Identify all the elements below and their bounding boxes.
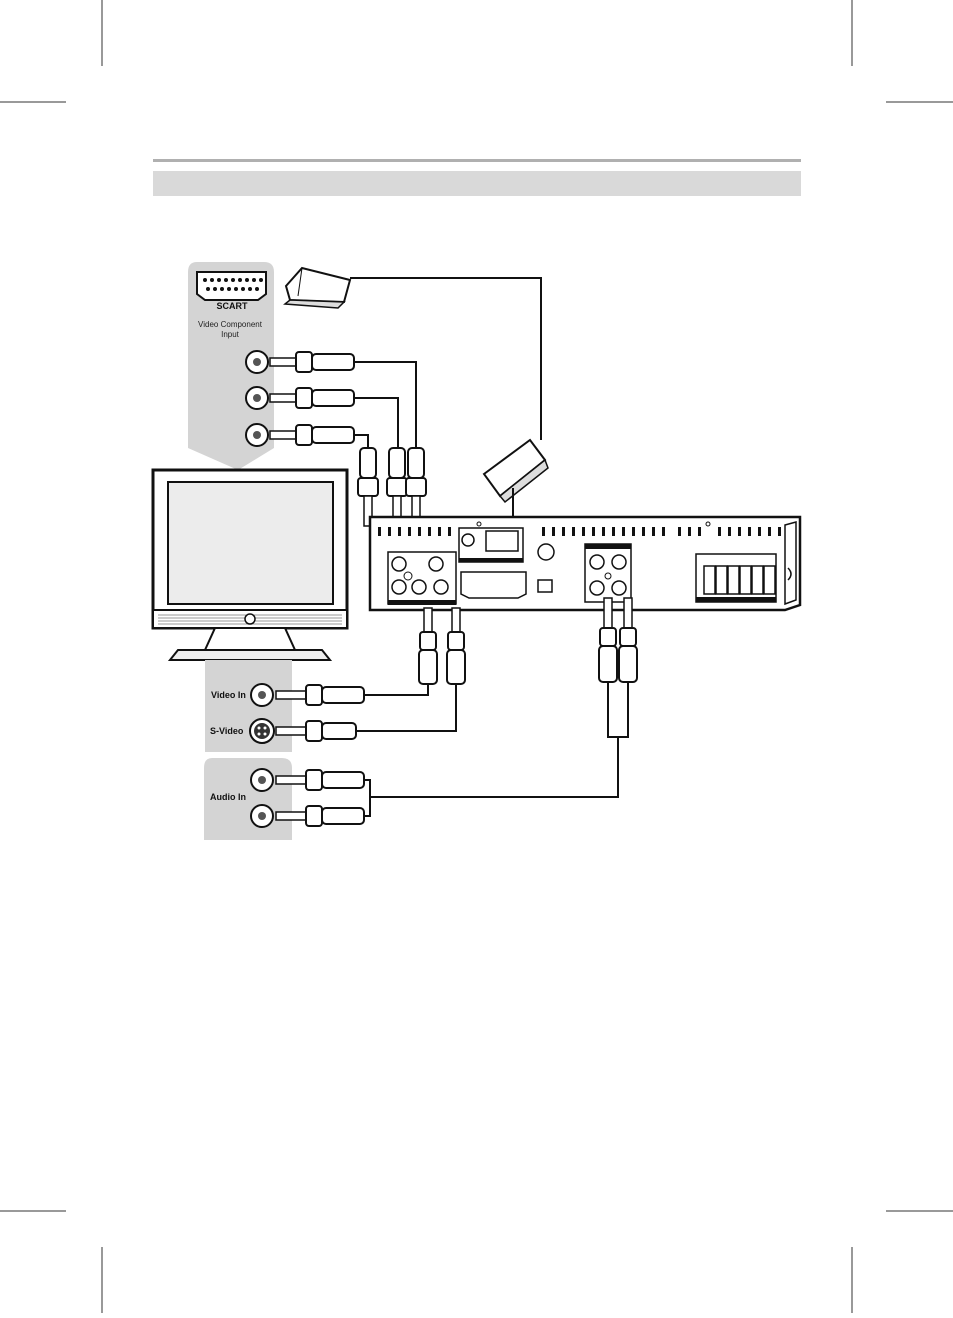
video-in-jack [251, 684, 273, 706]
scart-plug-top [285, 268, 350, 308]
component-cables [354, 362, 416, 448]
audio-in-label: Audio In [210, 792, 246, 802]
component-plug-vertical-2 [387, 448, 407, 526]
component-plug-1 [270, 352, 354, 372]
dvd-rear-panel [370, 517, 800, 610]
component-plug-vertical-1 [358, 448, 378, 526]
s-video-label: S-Video [210, 726, 244, 736]
tv-set [153, 470, 347, 660]
component-title-line-2: Input [221, 330, 240, 339]
component-jack-3 [246, 424, 268, 446]
component-jack-1 [246, 351, 268, 373]
component-plug-vertical-3 [406, 448, 426, 526]
audio-in-jack-1 [251, 769, 273, 791]
header-rule [153, 159, 801, 162]
lower-cables [356, 682, 628, 816]
scart-label: SCART [217, 301, 249, 311]
audio-in-jack-2 [251, 805, 273, 827]
component-title-line-1: Video Component [198, 320, 263, 329]
scart-cable [350, 278, 541, 440]
scart-socket [197, 272, 266, 300]
tv-input-panel-video [205, 660, 292, 752]
video-in-label: Video In [211, 690, 246, 700]
video-plug-down-2 [447, 608, 465, 684]
component-jack-2 [246, 387, 268, 409]
component-plug-3 [270, 425, 354, 445]
s-video-jack [250, 719, 274, 743]
header-bar [153, 171, 801, 196]
video-plug-down-1 [419, 608, 437, 684]
component-plug-2 [270, 388, 354, 408]
